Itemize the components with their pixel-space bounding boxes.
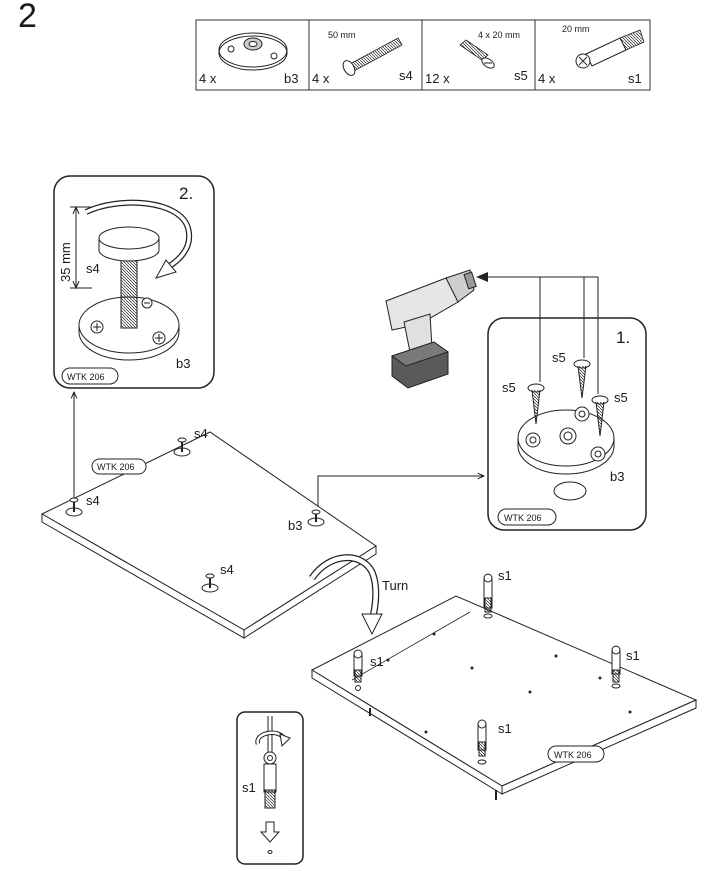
dowel-s1-front xyxy=(477,719,487,765)
detail-1-step-label: 1. xyxy=(616,328,630,347)
part-s1-qty: 4 x xyxy=(538,71,556,86)
detail-1-plate-label: b3 xyxy=(610,469,624,484)
dowel-s1-right xyxy=(611,645,621,689)
detail-step-2: 2. 35 mm s4 b3 WTK 206 xyxy=(53,175,215,389)
detail-2-model-badge: WTK 206 xyxy=(67,372,105,382)
detail-step-1: 1. s5 s5 s5 b3 xyxy=(487,277,647,531)
detail-1-model-badge: WTK 206 xyxy=(504,513,542,523)
screw-s5-middle xyxy=(573,359,591,399)
part-s5-qty: 12 x xyxy=(425,71,450,86)
detail-1-screw-c: s5 xyxy=(614,390,628,405)
board-bottom-dowel-label-2: s1 xyxy=(370,654,384,669)
board-bottom-dowel-label-4: s1 xyxy=(498,721,512,736)
part-s5-dimension: 4 x 20 mm xyxy=(478,30,520,40)
part-s4-dimension: 50 mm xyxy=(328,30,356,40)
detail-1-screw-a: s5 xyxy=(502,380,516,395)
dowel-s1-top xyxy=(483,573,493,619)
part-s1-code: s1 xyxy=(628,71,642,86)
detail-s1-label: s1 xyxy=(242,780,256,795)
part-s4-qty: 4 x xyxy=(312,71,330,86)
detail-2-step-label: 2. xyxy=(179,184,193,203)
part-b3-qty: 4 x xyxy=(199,71,217,86)
turn-arrow-icon xyxy=(309,554,383,636)
step-number: 2 xyxy=(18,0,37,35)
board-bottom-dowel-label-3: s1 xyxy=(626,648,640,663)
part-s5-code: s5 xyxy=(514,68,528,83)
detail-s1: s1 xyxy=(236,711,304,865)
detail-2-plate-label: b3 xyxy=(176,356,190,371)
part-s1-icon xyxy=(575,29,645,69)
detail-1-screw-b: s5 xyxy=(552,350,566,365)
board-top-model-badge: WTK 206 xyxy=(97,462,135,472)
foot-s4-back xyxy=(173,437,191,457)
plate-b3-board xyxy=(307,509,325,527)
detail-2-measure: 35 mm xyxy=(58,242,73,282)
detail-2-screw-label: s4 xyxy=(86,261,100,276)
board-top-plate-label: b3 xyxy=(288,518,302,533)
board-bottom-model-badge: WTK 206 xyxy=(554,750,592,760)
board-bottom-dowel-label-1: s1 xyxy=(498,568,512,583)
board-top-foot-label-1: s4 xyxy=(194,426,208,441)
board-top-foot-label-2: s4 xyxy=(86,493,100,508)
board-bottom: s1 s1 s1 s1 WTK 206 xyxy=(310,568,698,800)
drill-icon xyxy=(385,269,598,389)
dowel-s1-left xyxy=(353,649,363,691)
screw-s5-right xyxy=(591,395,609,437)
turn-label: Turn xyxy=(382,578,408,593)
foot-s4-left xyxy=(65,497,83,517)
screw-s5-left xyxy=(527,383,545,425)
foot-s4-front xyxy=(201,573,219,593)
detail-1-pointer xyxy=(317,476,484,512)
part-b3-code: b3 xyxy=(284,71,298,86)
part-s5-icon xyxy=(459,39,495,69)
part-s4-code: s4 xyxy=(399,68,413,83)
board-top-foot-label-3: s4 xyxy=(220,562,234,577)
part-b3-icon xyxy=(218,32,288,71)
part-s4-icon xyxy=(342,37,403,76)
parts-table: 4 x b3 50 mm 4 x s4 4 x 20 mm 12 x s5 20… xyxy=(195,19,651,91)
part-s1-dimension: 20 mm xyxy=(562,24,590,34)
board-top: s4 s4 s4 b3 WTK 206 xyxy=(40,426,377,639)
